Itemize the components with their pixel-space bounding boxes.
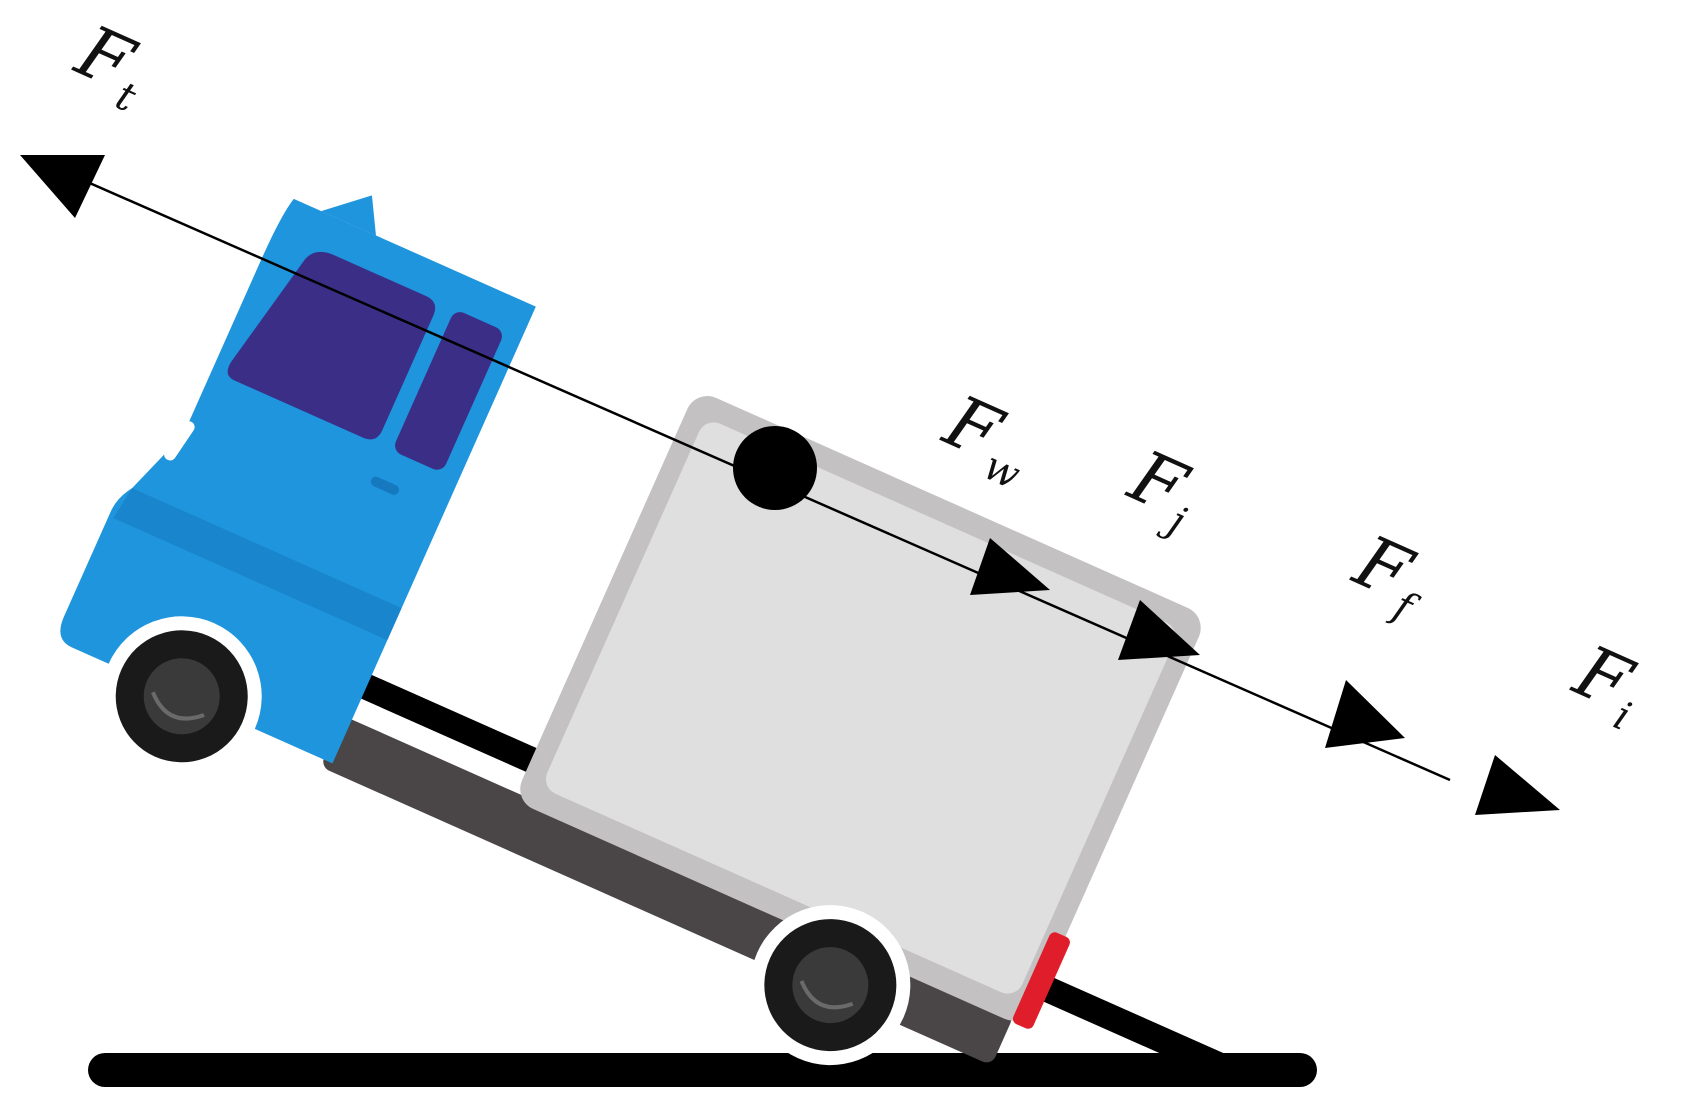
label-fj-symbol: F xyxy=(1116,433,1200,532)
label-ft: F t xyxy=(63,8,147,122)
label-fi: F i xyxy=(1561,628,1645,740)
label-ff: F f xyxy=(1341,518,1425,633)
cab-spoiler xyxy=(321,195,376,236)
label-fi-symbol: F xyxy=(1561,628,1645,727)
label-fw: F w xyxy=(931,378,1027,499)
arrowhead-fi xyxy=(1475,755,1560,815)
cab-shade xyxy=(113,488,402,641)
arrowhead-ft xyxy=(20,155,105,218)
door-handle xyxy=(370,476,400,495)
center-of-mass-dot xyxy=(733,426,817,510)
truck-icon xyxy=(60,195,1201,1066)
label-fj: F j xyxy=(1116,433,1200,545)
cab-front-window xyxy=(227,251,436,440)
cab-headlight xyxy=(164,421,195,461)
arrowhead-ff xyxy=(1325,680,1405,748)
arrowhead-fw xyxy=(970,538,1050,595)
front-wheel xyxy=(101,616,262,777)
tail-light xyxy=(1012,932,1070,1029)
rear-wheel xyxy=(750,905,911,1066)
arrowhead-fj xyxy=(1118,600,1200,660)
